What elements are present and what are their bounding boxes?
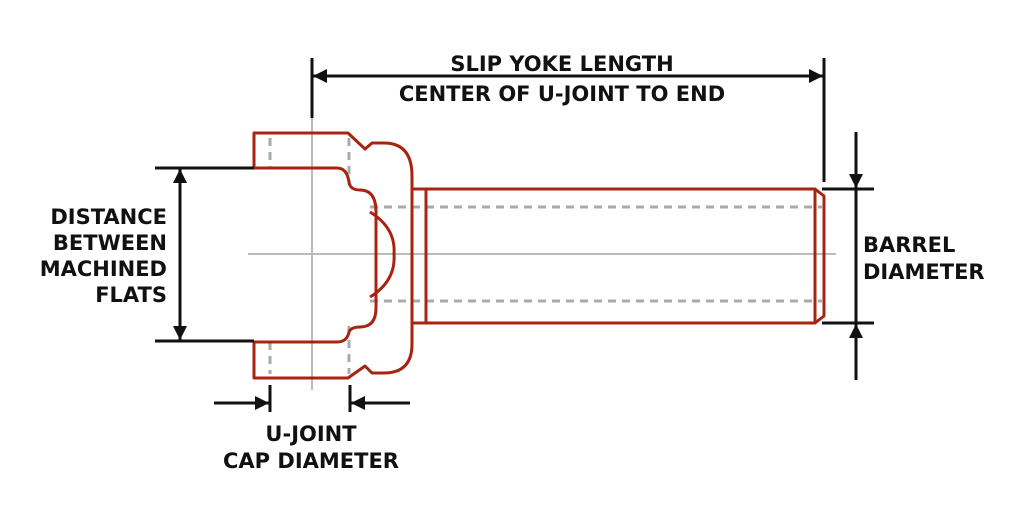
dimension-lines [155, 58, 874, 412]
barrel-label-line2: DIAMETER [863, 260, 985, 284]
slip-yoke-length-label: SLIP YOKE LENGTH [450, 52, 673, 76]
flats-label-line1: DISTANCE [50, 205, 167, 229]
hidden-lines [268, 138, 822, 374]
barrel [410, 187, 817, 325]
barrel-chamfer [814, 187, 826, 325]
yoke-body [252, 131, 414, 380]
cap-label-line1: U-JOINT [265, 422, 357, 446]
slip-yoke-outline [252, 131, 826, 380]
flats-label-line3: MACHINED [40, 257, 167, 281]
cap-label-line2: CAP DIAMETER [223, 449, 399, 473]
slip-yoke-center-label: CENTER OF U-JOINT TO END [399, 82, 725, 106]
centerlines [248, 118, 836, 390]
flats-label-line2: BETWEEN [53, 231, 167, 255]
barrel-label-line1: BARREL [863, 233, 955, 257]
labels: SLIP YOKE LENGTH CENTER OF U-JOINT TO EN… [40, 52, 985, 473]
flats-label-line4: FLATS [95, 283, 167, 307]
yoke-bore-arc [369, 210, 396, 299]
